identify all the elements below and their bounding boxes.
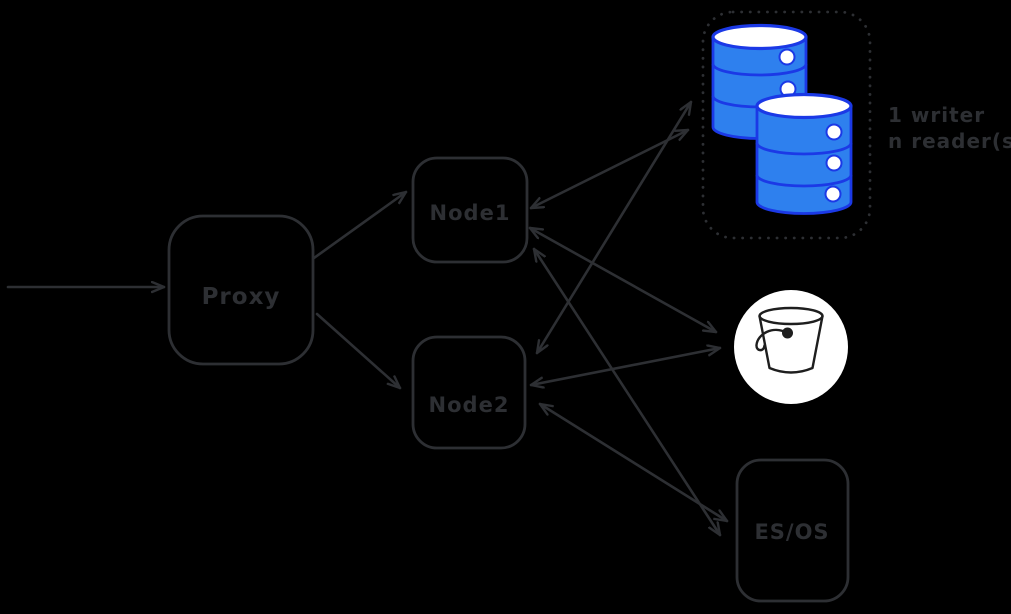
- db-caption-line1: 1 writer: [888, 103, 985, 127]
- arrow-node2-bucket: [529, 348, 722, 385]
- esos-label: ES/OS: [754, 520, 829, 544]
- arrow-node2-esos: [538, 402, 729, 523]
- node2-box: [411, 335, 527, 450]
- esos-box: [735, 458, 850, 603]
- arrow-node2-db: [535, 100, 693, 355]
- database-icon: [755, 92, 853, 215]
- node2-label: Node2: [429, 393, 510, 417]
- object-storage: [734, 290, 848, 404]
- arrow-proxy-to-node2: [315, 312, 402, 390]
- arrow-node1-db: [529, 128, 690, 210]
- proxy-label: Proxy: [202, 284, 281, 310]
- db-cluster-border: [701, 10, 872, 240]
- proxy-node: Proxy: [167, 214, 315, 366]
- edges: [6, 100, 729, 537]
- proxy-box: [167, 214, 315, 366]
- node1: Node1: [411, 156, 529, 264]
- arrow-node1-bucket: [528, 226, 718, 334]
- node1-label: Node1: [430, 201, 511, 225]
- bucket-icon: [755, 306, 824, 374]
- db-caption-line2: n reader(s): [888, 129, 1011, 153]
- node2: Node2: [411, 335, 527, 450]
- arrow-node1-esos: [532, 247, 722, 537]
- node1-box: [411, 156, 529, 264]
- database-cluster: 1 writer n reader(s): [701, 10, 1011, 240]
- arrow-proxy-to-node1: [312, 190, 408, 260]
- esos-node: ES/OS: [735, 458, 850, 603]
